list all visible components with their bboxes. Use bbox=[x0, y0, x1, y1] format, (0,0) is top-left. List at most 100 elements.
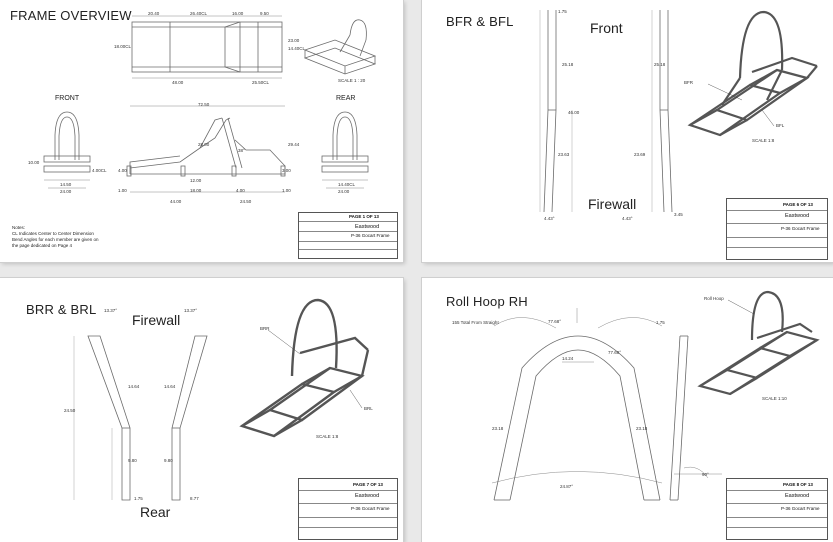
company-name: Eastwood bbox=[785, 213, 810, 219]
dim: 8.77 bbox=[190, 496, 199, 501]
title-block: PAGE 8 OF 13 Eastwood P-36 Gocart Frame bbox=[726, 478, 828, 540]
firewall-label: Firewall bbox=[588, 196, 637, 212]
dim: 1.00 bbox=[282, 188, 291, 193]
dim: 1.00 bbox=[118, 188, 127, 193]
frame-overview-drawing bbox=[43, 15, 377, 193]
title-block: PAGE 1 OF 13 Eastwood P-36 Gocart Frame bbox=[298, 212, 398, 259]
title-block: PAGE 7 OF 13 Eastwood P-36 Gocart Frame bbox=[298, 478, 398, 540]
dim: 16.00 bbox=[232, 11, 244, 16]
dim: 23.18 bbox=[636, 426, 648, 431]
rear-view bbox=[321, 111, 369, 189]
dim: 18.00CL bbox=[114, 44, 132, 49]
part-title: P-36 Gocart Frame bbox=[781, 506, 820, 511]
iso-frame bbox=[239, 298, 370, 438]
bfr-bfl-drawing bbox=[539, 10, 818, 213]
scale-label: SCALE 1:8 bbox=[752, 138, 775, 143]
dim: 9.80 bbox=[164, 458, 173, 463]
bfl-tube bbox=[659, 10, 673, 213]
sheet-title: FRAME OVERVIEW bbox=[10, 8, 132, 23]
dim: 10.00 bbox=[28, 160, 40, 165]
dim: 1.75 bbox=[134, 496, 143, 501]
callout-roll-hoop: Roll Hoop bbox=[704, 296, 724, 301]
dim: 24.50 bbox=[240, 199, 252, 204]
dim: 23.00 bbox=[288, 38, 300, 43]
dim: 25.50CL bbox=[252, 80, 270, 85]
notes-heading: Notes: bbox=[12, 225, 26, 230]
scale-label: SCALE 1 : 20 bbox=[338, 78, 366, 83]
page-number: PAGE 1 OF 13 bbox=[349, 214, 379, 219]
dim: 3.00 bbox=[282, 168, 291, 173]
dim: 25.18 bbox=[654, 62, 666, 67]
dim: 24.50 bbox=[64, 408, 76, 413]
dim: 23.63 bbox=[558, 152, 570, 157]
dim: 4.43° bbox=[622, 216, 633, 221]
rear-view-label: REAR bbox=[336, 95, 356, 102]
dim: 13.37° bbox=[104, 308, 118, 313]
roll-hoop-drawing bbox=[491, 290, 820, 501]
page-number: PAGE 6 OF 13 bbox=[783, 202, 813, 207]
front-view-label: FRONT bbox=[55, 95, 80, 102]
sheet-title: BRR & BRL bbox=[26, 302, 97, 317]
dim: 72.50 bbox=[198, 102, 210, 107]
dim: 18.00 bbox=[190, 188, 202, 193]
rear-label: Rear bbox=[140, 504, 171, 520]
dim: 24.00 bbox=[60, 189, 72, 194]
dim: 26.40CL bbox=[190, 11, 208, 16]
dim: 77.68° bbox=[608, 350, 622, 355]
dim: 13.37° bbox=[184, 308, 198, 313]
sheet-brr-brl[interactable]: BRR & BRL bbox=[0, 278, 403, 542]
front-label: Front bbox=[590, 20, 623, 36]
roll-hoop-straight bbox=[669, 335, 722, 501]
dim: 29.44 bbox=[288, 142, 300, 147]
callout-bfl: BFL bbox=[776, 123, 785, 128]
dim: 4.00 bbox=[236, 188, 245, 193]
sheet-title: BFR & BFL bbox=[446, 14, 514, 29]
dim: 4.43° bbox=[544, 216, 555, 221]
dim: 25.18 bbox=[562, 62, 574, 67]
dim: 24.87° bbox=[560, 484, 574, 489]
part-title: P-36 Gocart Frame bbox=[351, 233, 390, 238]
dim: 90° bbox=[702, 472, 709, 477]
bend-annotation: 155 Total From Straight bbox=[452, 320, 499, 325]
plan-outline bbox=[131, 21, 283, 73]
company-name: Eastwood bbox=[785, 493, 810, 499]
dim: 20.40 bbox=[148, 11, 160, 16]
drawing-notes: Notes: CL Indicates Center to Center Dim… bbox=[12, 225, 102, 249]
dim: 14.64 bbox=[128, 384, 140, 389]
dim: 1.75 bbox=[558, 9, 567, 14]
notes-line: Bend Angles for each member are given on… bbox=[12, 237, 99, 248]
dim: 24.00 bbox=[338, 189, 350, 194]
brr-brl-drawing bbox=[73, 298, 370, 501]
callout-bfr: BFR bbox=[684, 80, 693, 85]
company-name: Eastwood bbox=[355, 224, 380, 230]
page-number: PAGE 8 OF 13 bbox=[783, 482, 813, 487]
dim: 44.00 bbox=[170, 199, 182, 204]
iso-view-small bbox=[303, 19, 377, 75]
callout-brl: BRL bbox=[364, 406, 373, 411]
sheet-bfr-bfl[interactable]: BFR & BFL bbox=[422, 0, 833, 262]
dim: 3.45 bbox=[674, 212, 683, 217]
callout-brr: BRR bbox=[260, 326, 270, 331]
sheet-roll-hoop[interactable]: Roll Hoop RH bbox=[422, 278, 833, 542]
dim: 14.40CL bbox=[288, 46, 306, 51]
brr-tube bbox=[87, 335, 131, 501]
part-title: P-36 Gocart Frame bbox=[351, 506, 390, 511]
dim: 23.18 bbox=[492, 426, 504, 431]
dim: 1.75 bbox=[656, 320, 665, 325]
part-title: P-36 Gocart Frame bbox=[781, 226, 820, 231]
dim: 9.80 bbox=[128, 458, 137, 463]
dim: 77.68° bbox=[548, 319, 562, 324]
notes-line: CL Indicates Center to Center Dimension bbox=[12, 231, 94, 236]
dim: 38° bbox=[238, 148, 245, 153]
sheet-frame-overview[interactable]: FRAME OVERVIEW bbox=[0, 0, 403, 262]
dim: 9.50 bbox=[260, 11, 269, 16]
dim: 48.00 bbox=[172, 80, 184, 85]
roll-hoop-bend bbox=[491, 308, 663, 501]
dim: 23.69 bbox=[634, 152, 646, 157]
iso-frame bbox=[687, 10, 818, 137]
dim: 14.24 bbox=[562, 356, 574, 361]
iso-frame bbox=[697, 290, 820, 396]
sheet-title: Roll Hoop RH bbox=[446, 294, 528, 309]
scale-label: SCALE 1:10 bbox=[762, 396, 787, 401]
dim: 14.64 bbox=[164, 384, 176, 389]
